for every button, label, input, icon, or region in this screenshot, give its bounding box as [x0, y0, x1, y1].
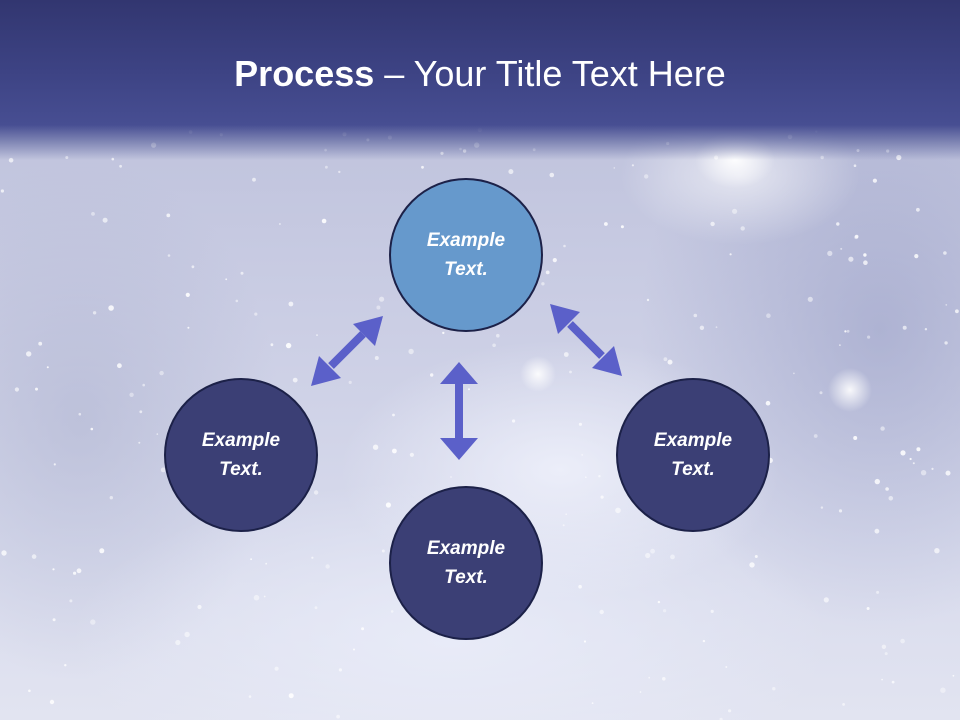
- process-node-bottom[interactable]: Example Text.: [389, 486, 543, 640]
- slide-title[interactable]: Process – Your Title Text Here: [0, 52, 960, 96]
- node-left-label: Example Text.: [201, 430, 281, 480]
- node-right-label: Example Text.: [653, 430, 733, 480]
- arrow-right-diagonal[interactable]: [550, 304, 622, 376]
- slide-title-bold: Process: [234, 53, 375, 94]
- arrow-left-diagonal[interactable]: [311, 316, 383, 386]
- node-top-label: Example Text.: [426, 230, 506, 280]
- node-bottom-label: Example Text.: [426, 538, 506, 588]
- slide-title-rest: – Your Title Text Here: [374, 53, 726, 94]
- process-node-left[interactable]: Example Text.: [164, 378, 318, 532]
- process-node-right[interactable]: Example Text.: [616, 378, 770, 532]
- title-banner: [0, 0, 960, 160]
- arrow-vertical[interactable]: [440, 362, 478, 460]
- process-node-top[interactable]: Example Text.: [389, 178, 543, 332]
